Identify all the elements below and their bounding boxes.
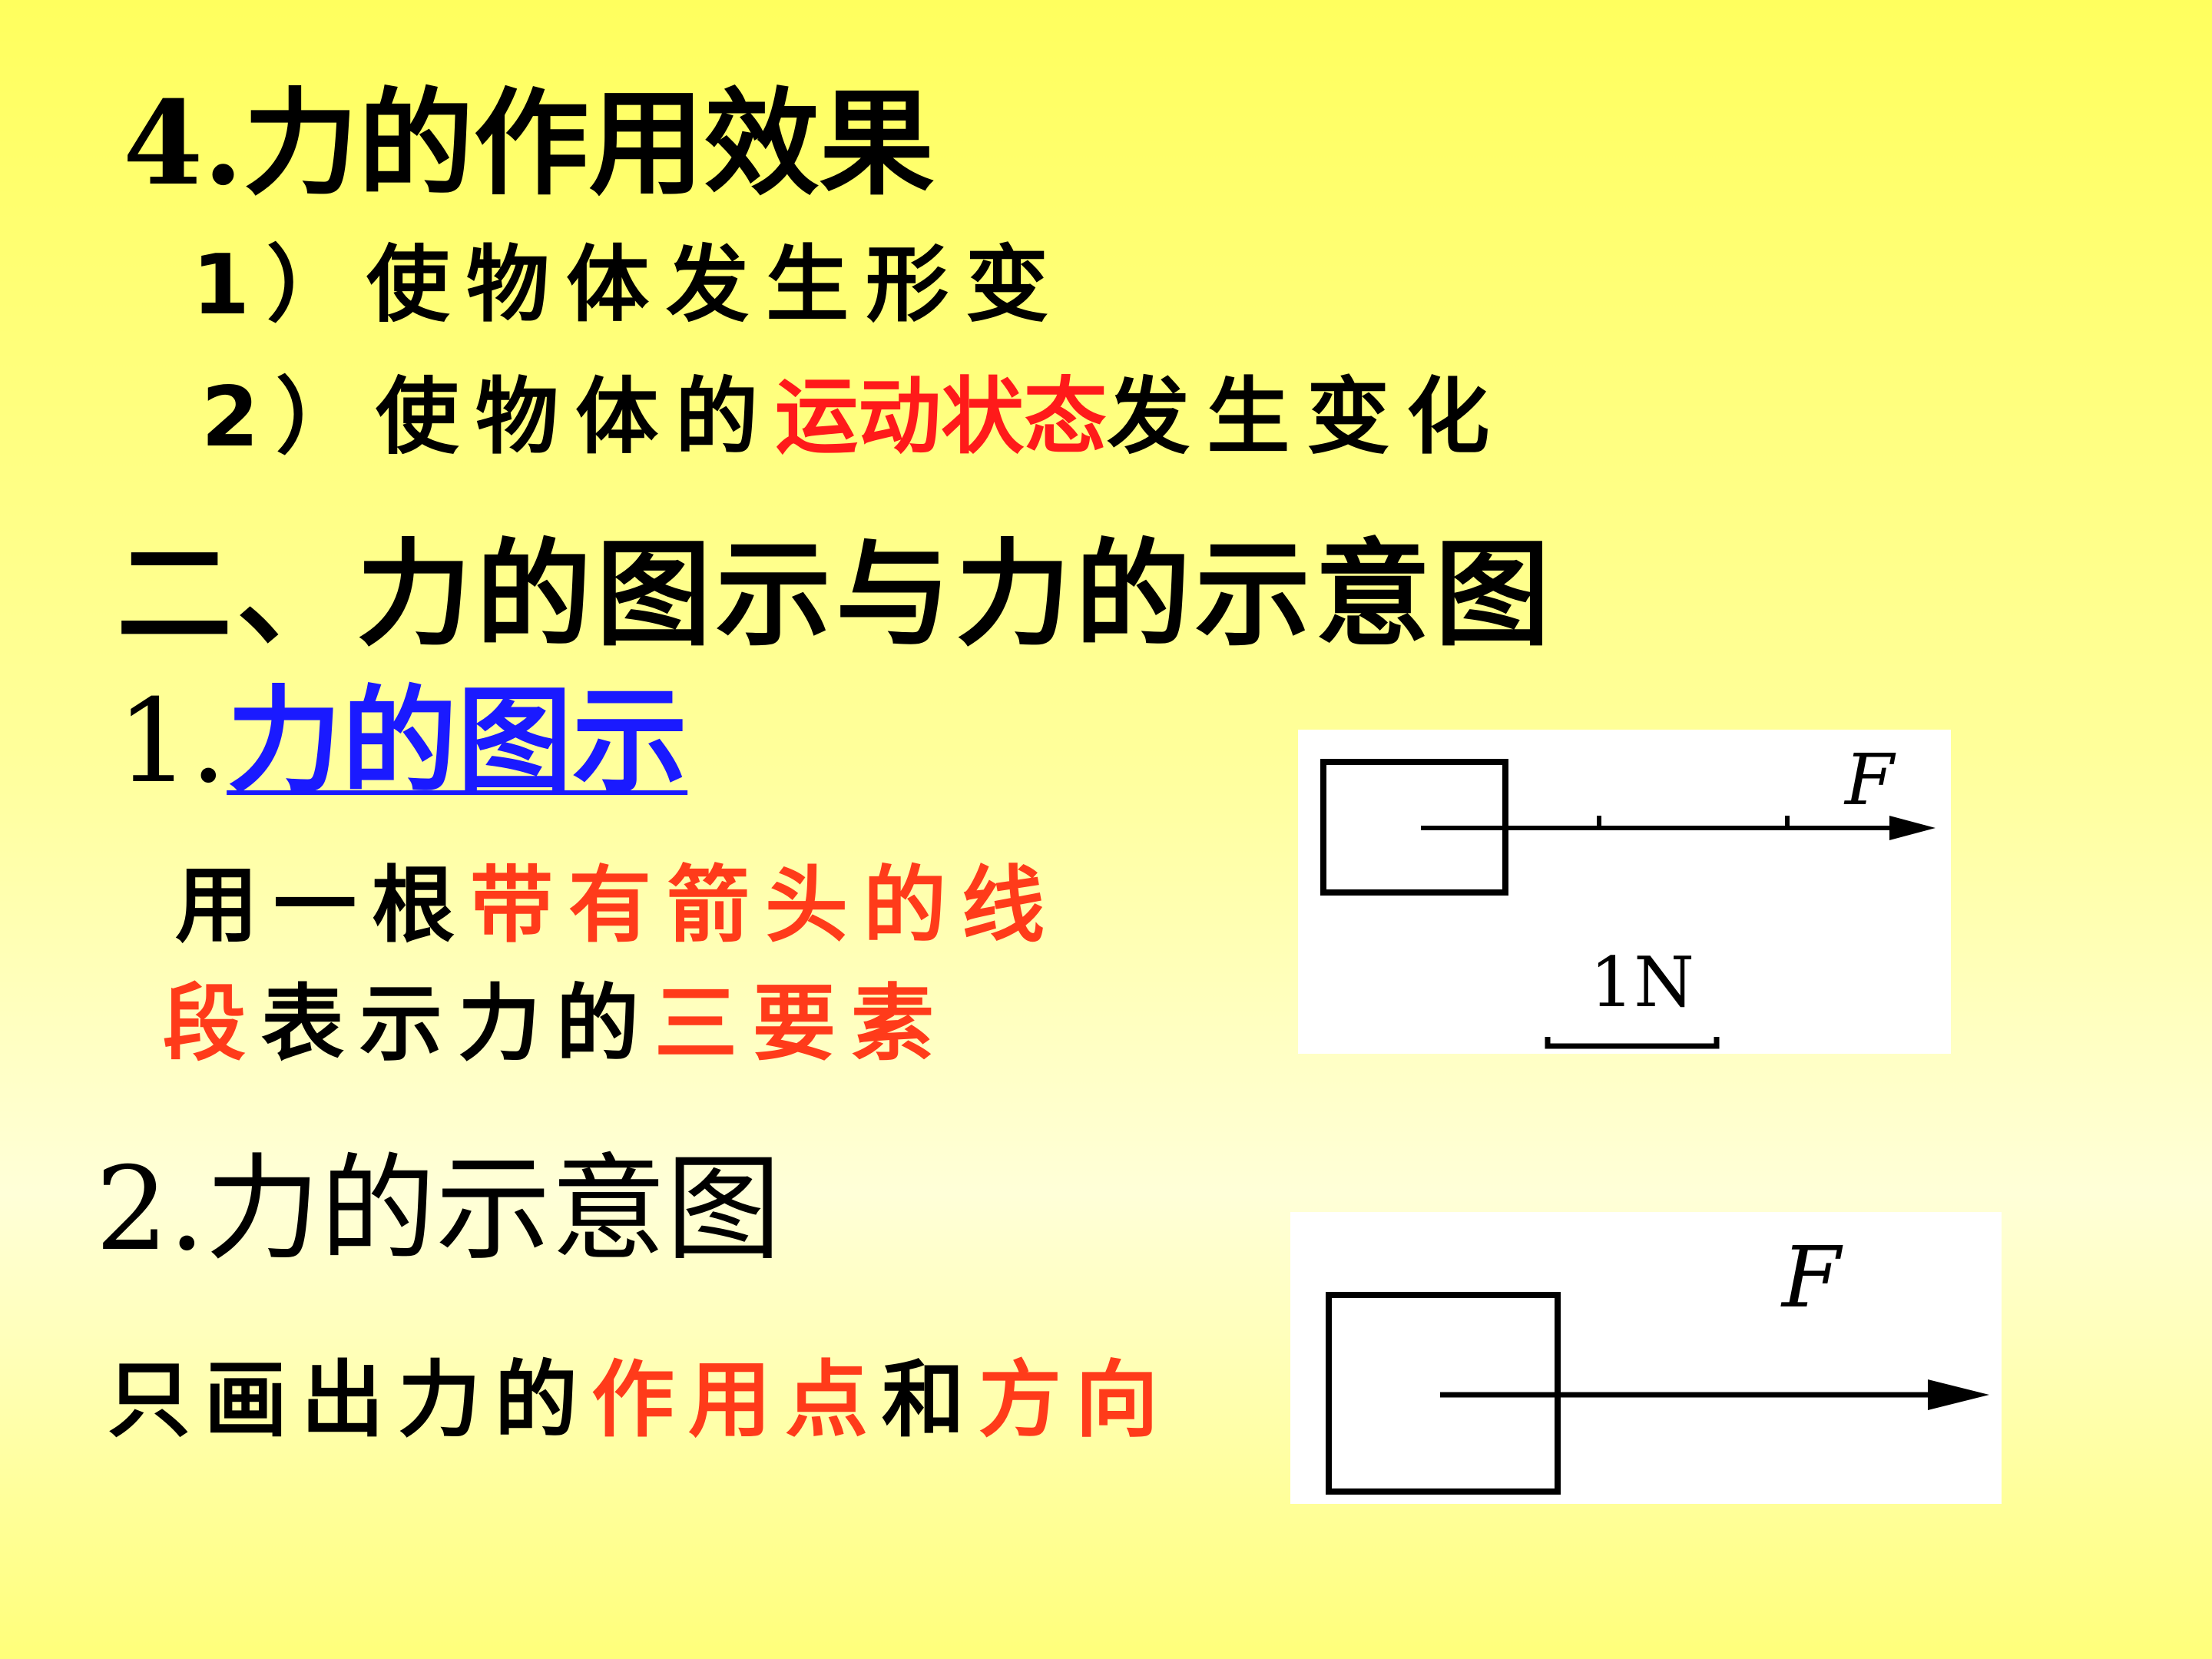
force-label-f: F (1782, 1228, 1841, 1326)
effect-item-2-prefix: 2） (201, 369, 376, 465)
force-diagram-svg (1320, 759, 1936, 1049)
scale-label-1n: 1N (1590, 942, 1695, 1023)
effect-item-2: 2）使物体的运动状态发生变化 (201, 376, 1506, 459)
scale-bar (1545, 1037, 1720, 1049)
sub-1-line1-b: 带有箭头的线 (470, 858, 1061, 954)
sub-2-line-d: 方向 (979, 1353, 1173, 1449)
section-4-title: 4.力的作用效果 (123, 76, 935, 211)
sub-1-description-line-1: 用一根带有箭头的线 (175, 865, 1060, 948)
sub-1-description-line-2: 段表示力的三要素 (163, 983, 949, 1066)
force-diagram-link[interactable]: 力的图示 (227, 674, 688, 809)
effect-item-1-text: 使物体发生形变 (366, 237, 1066, 333)
sub-1-title: 1.力的图示 (117, 684, 687, 800)
effect-item-1-prefix: 1） (192, 237, 367, 333)
force-sketch-svg (1326, 1292, 1989, 1495)
force-diagram-figure: F 1N (1298, 730, 1951, 1054)
effect-item-2-text-b: 发生变化 (1107, 369, 1507, 465)
sub-2-line-a: 只画出力的 (108, 1353, 592, 1449)
sub-2-description: 只画出力的作用点和方向 (108, 1359, 1172, 1442)
force-arrow-head (1889, 816, 1936, 840)
sub-2-title: 2.力的示意图 (95, 1143, 782, 1277)
effect-item-2-text-a: 使物体的 (376, 369, 776, 465)
force-label-f: F (1845, 739, 1894, 821)
sub-1-line2-c: 三要素 (654, 976, 950, 1072)
sub-1-number: 1. (117, 675, 227, 809)
force-sketch-figure: F (1290, 1212, 2002, 1504)
effect-item-2-highlight: 运动状态 (775, 369, 1108, 465)
effect-item-1: 1）使物体发生形变 (192, 244, 1065, 327)
sub-1-line2-b: 表示力的 (261, 976, 655, 1072)
sub-2-line-c: 和 (882, 1353, 979, 1449)
sub-1-line1-a: 用一根 (175, 858, 471, 954)
sub-1-line2-a: 段 (163, 976, 262, 1072)
section-2-title: 二、力的图示与力的示意图 (117, 528, 1555, 662)
sub-2-line-b: 作用点 (591, 1353, 882, 1449)
force-arrow-head (1928, 1379, 1989, 1410)
